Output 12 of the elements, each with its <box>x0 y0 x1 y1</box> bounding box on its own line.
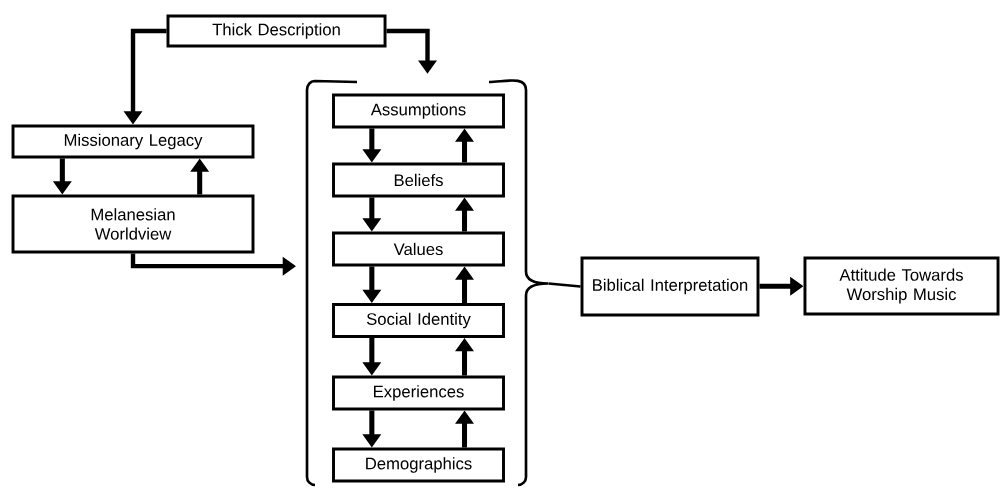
text-box: Missionary Legacy <box>11 124 255 159</box>
text-box: Social Identity <box>332 303 505 338</box>
text-box: Biblical Interpretation <box>580 256 760 317</box>
text-box: Beliefs <box>332 162 505 198</box>
text-box: Thick Description <box>166 14 387 48</box>
curly-bracket <box>305 79 550 487</box>
text-box: Demographics <box>332 447 505 483</box>
text-box: Assumptions <box>332 93 505 129</box>
text-box: Experiences <box>332 375 505 411</box>
text-box: Attitude Towards Worship Music <box>803 256 1000 316</box>
text-box: Values <box>332 231 505 267</box>
text-box: Melanesian Worldview <box>11 194 255 254</box>
